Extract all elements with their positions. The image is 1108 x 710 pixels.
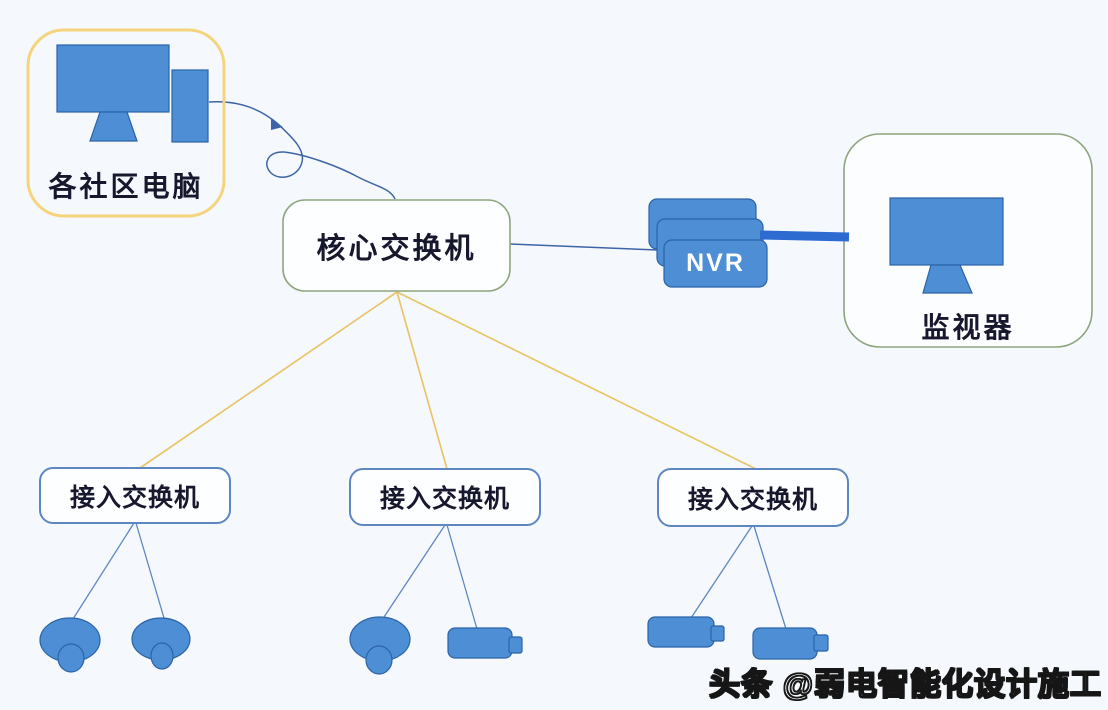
core-to-access2-line (396, 291, 448, 470)
access-switch-node-2[interactable] (349, 468, 541, 526)
core-to-nvr-line (509, 243, 659, 251)
access-switch-3-label: 接入交换机 (687, 485, 818, 514)
access-switch-node-3[interactable] (657, 468, 849, 527)
dome-camera-icon-1[interactable] (39, 617, 101, 673)
access3-to-bullet2-line (690, 525, 753, 619)
nvr-label: NVR (686, 249, 745, 277)
access-switch-2-label: 接入交换机 (379, 485, 510, 513)
monitor-icon (889, 197, 1004, 294)
pc-to-core-cable-line (208, 101, 396, 200)
core-switch-node[interactable] (282, 199, 511, 292)
access-switch-node-1[interactable] (39, 467, 231, 524)
access1-to-dome1-line (72, 522, 135, 620)
nvr-to-monitor-thick-line (759, 230, 850, 242)
dome-camera-icon-2[interactable] (131, 617, 191, 670)
community-pc-label: 各社区电脑 (48, 171, 204, 202)
dome-camera-icon-3[interactable] (349, 616, 411, 675)
access3-to-bullet3-line (753, 525, 787, 630)
community-pc-node[interactable] (26, 28, 226, 218)
bullet-camera-icon-1[interactable] (447, 627, 523, 659)
nvr-stack-icon[interactable] (648, 198, 850, 288)
desktop-computer-icon (56, 44, 209, 143)
access2-to-dome3-line (383, 524, 446, 618)
bullet-camera-icon-3[interactable] (752, 627, 829, 660)
core-switch-label: 核心交换机 (316, 232, 477, 265)
core-to-access3-line (396, 291, 757, 470)
access-switch-1-label: 接入交换机 (69, 483, 200, 512)
watermark-text: 头条 @弱电智能化设计施工 (708, 666, 1102, 703)
access1-to-dome2-line (135, 522, 165, 619)
cable-arrowhead-icon (271, 119, 283, 130)
core-to-access1-line (139, 291, 398, 469)
access2-to-bullet1-line (446, 524, 478, 630)
monitor-label: 监视器 (921, 312, 1015, 343)
bullet-camera-icon-2[interactable] (647, 616, 725, 648)
